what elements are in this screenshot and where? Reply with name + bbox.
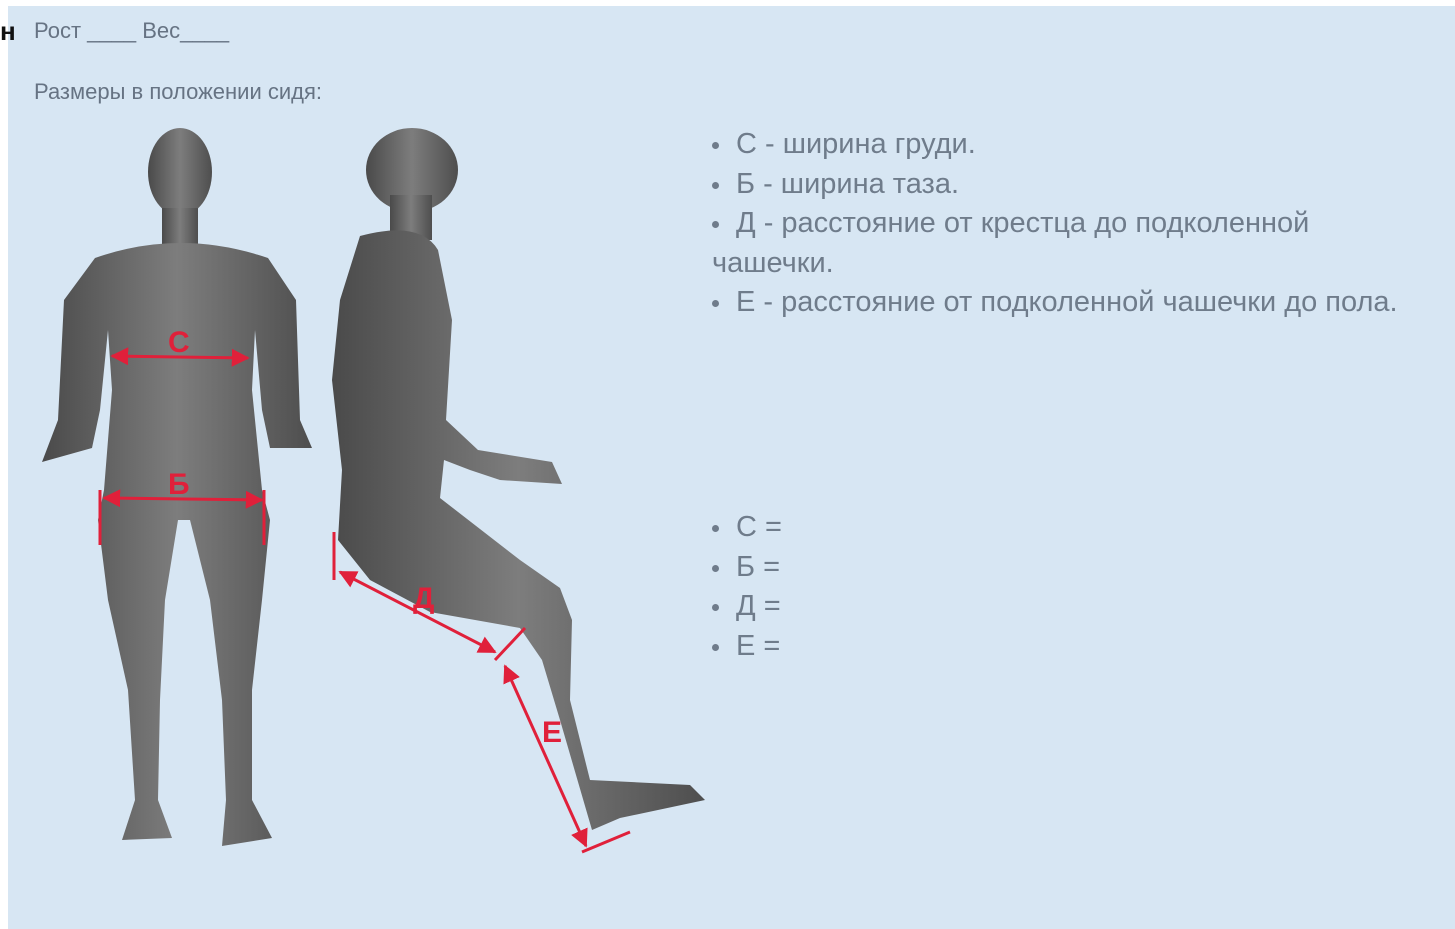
description-thigh-continued: чашечки. bbox=[712, 244, 1440, 284]
bullet-icon bbox=[712, 142, 719, 149]
thigh-label: Д bbox=[413, 582, 434, 615]
bullet-icon bbox=[712, 604, 719, 611]
bullet-icon bbox=[712, 300, 719, 307]
bullet-icon bbox=[712, 565, 719, 572]
value-shin: Е = bbox=[736, 630, 780, 662]
value-pelvis: Б = bbox=[736, 551, 780, 583]
value-chest: С = bbox=[736, 511, 782, 543]
measurement-values: С = Б = Д = Е = bbox=[710, 508, 782, 666]
bullet-icon bbox=[712, 525, 719, 532]
list-item: Е - расстояние от подколенной чашечки до… bbox=[710, 283, 1440, 323]
value-thigh: Д = bbox=[736, 590, 781, 622]
description-thigh: Д - расстояние от крестца до подколенной bbox=[736, 207, 1309, 239]
list-item: Е = bbox=[710, 627, 782, 667]
list-item: Б - ширина таза. bbox=[710, 165, 1440, 205]
chest-label: С bbox=[168, 326, 190, 359]
bullet-icon bbox=[712, 644, 719, 651]
list-item: С - ширина груди. bbox=[710, 125, 1440, 165]
shin-label: Е bbox=[542, 716, 562, 749]
bullet-icon bbox=[712, 182, 719, 189]
pelvis-label: Б bbox=[168, 468, 190, 501]
bullet-icon bbox=[712, 221, 719, 228]
list-item: Д - расстояние от крестца до подколенной… bbox=[710, 204, 1440, 283]
list-item: Д = bbox=[710, 587, 782, 627]
description-shin: Е - расстояние от подколенной чашечки до… bbox=[736, 286, 1398, 318]
description-chest: С - ширина груди. bbox=[736, 128, 976, 160]
side-figure bbox=[332, 128, 705, 830]
description-pelvis: Б - ширина таза. bbox=[736, 168, 959, 200]
body-measurement-illustration: С Б Д Е bbox=[0, 0, 720, 929]
list-item: Б = bbox=[710, 548, 782, 588]
list-item: С = bbox=[710, 508, 782, 548]
measurement-descriptions: С - ширина груди. Б - ширина таза. Д - р… bbox=[710, 125, 1440, 323]
